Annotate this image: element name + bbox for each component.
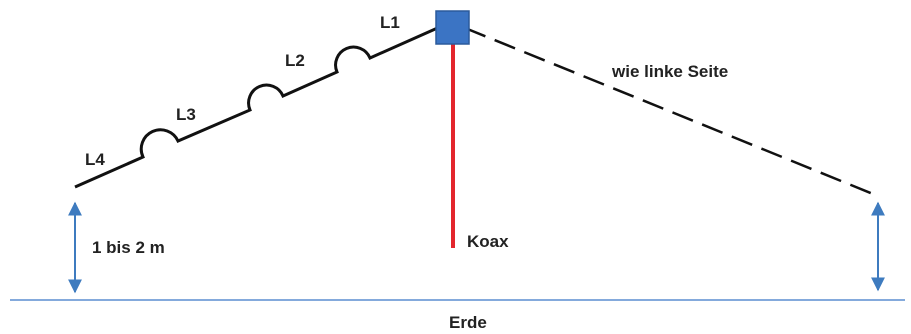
- right-antenna-wire-dashed: [464, 26, 879, 198]
- feed-point-box: [435, 10, 470, 45]
- label-height: 1 bis 2 m: [92, 238, 165, 257]
- label-coax: Koax: [467, 232, 509, 251]
- label-l1: L1: [380, 13, 400, 32]
- label-l4: L4: [85, 150, 105, 169]
- label-l2: L2: [285, 51, 305, 70]
- label-right-side: wie linke Seite: [611, 62, 728, 81]
- left-antenna-wire: [74, 20, 452, 189]
- label-ground: Erde: [449, 313, 487, 332]
- label-l3: L3: [176, 105, 196, 124]
